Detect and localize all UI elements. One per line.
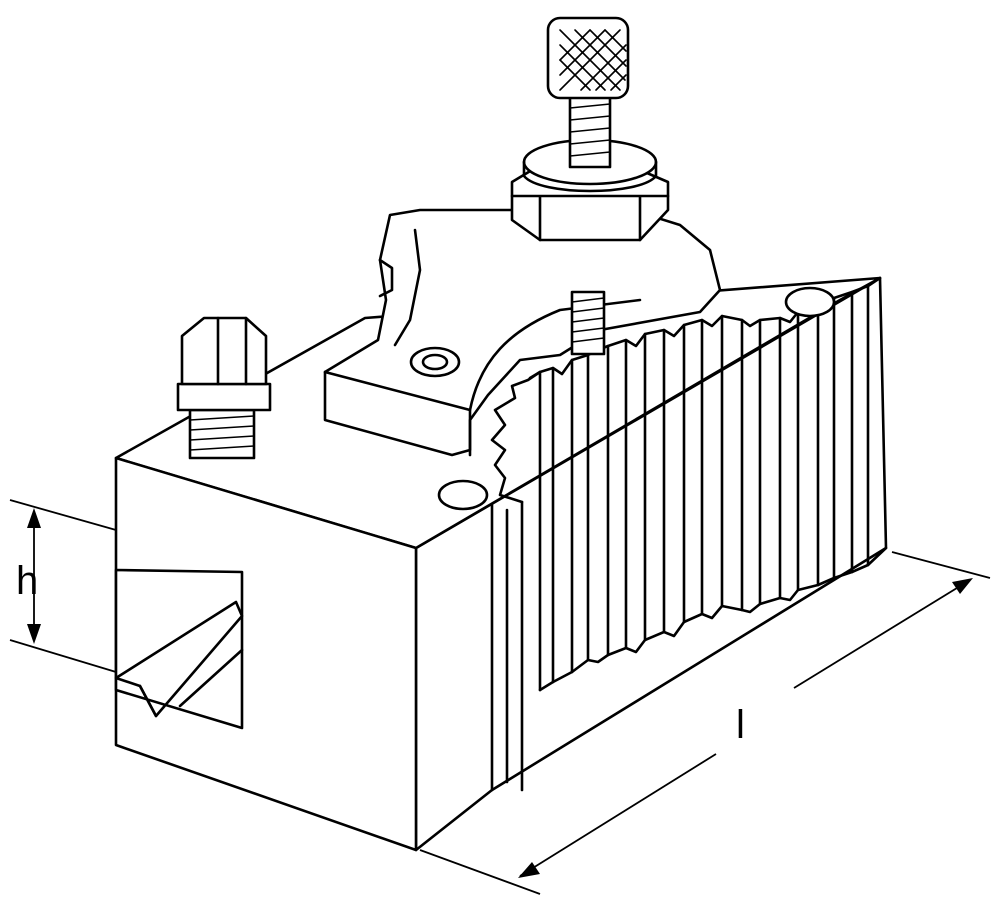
hex-head bbox=[180, 316, 268, 386]
holder-block bbox=[114, 276, 888, 852]
clamp-bracket bbox=[323, 198, 722, 457]
serration-ridges bbox=[490, 276, 888, 792]
bracket-hole bbox=[409, 346, 461, 378]
knurl-pattern bbox=[559, 29, 627, 91]
dimension-length: l bbox=[419, 551, 991, 895]
side-screw bbox=[176, 316, 272, 460]
tool-slot bbox=[114, 568, 244, 730]
center-screw bbox=[510, 16, 670, 356]
pin-hole-rear bbox=[784, 286, 836, 318]
length-label: l bbox=[736, 703, 745, 747]
pin-hole-front bbox=[437, 479, 489, 511]
height-label: h bbox=[16, 559, 38, 603]
gear-recess bbox=[490, 370, 542, 504]
dimension-height: h bbox=[9, 499, 117, 673]
